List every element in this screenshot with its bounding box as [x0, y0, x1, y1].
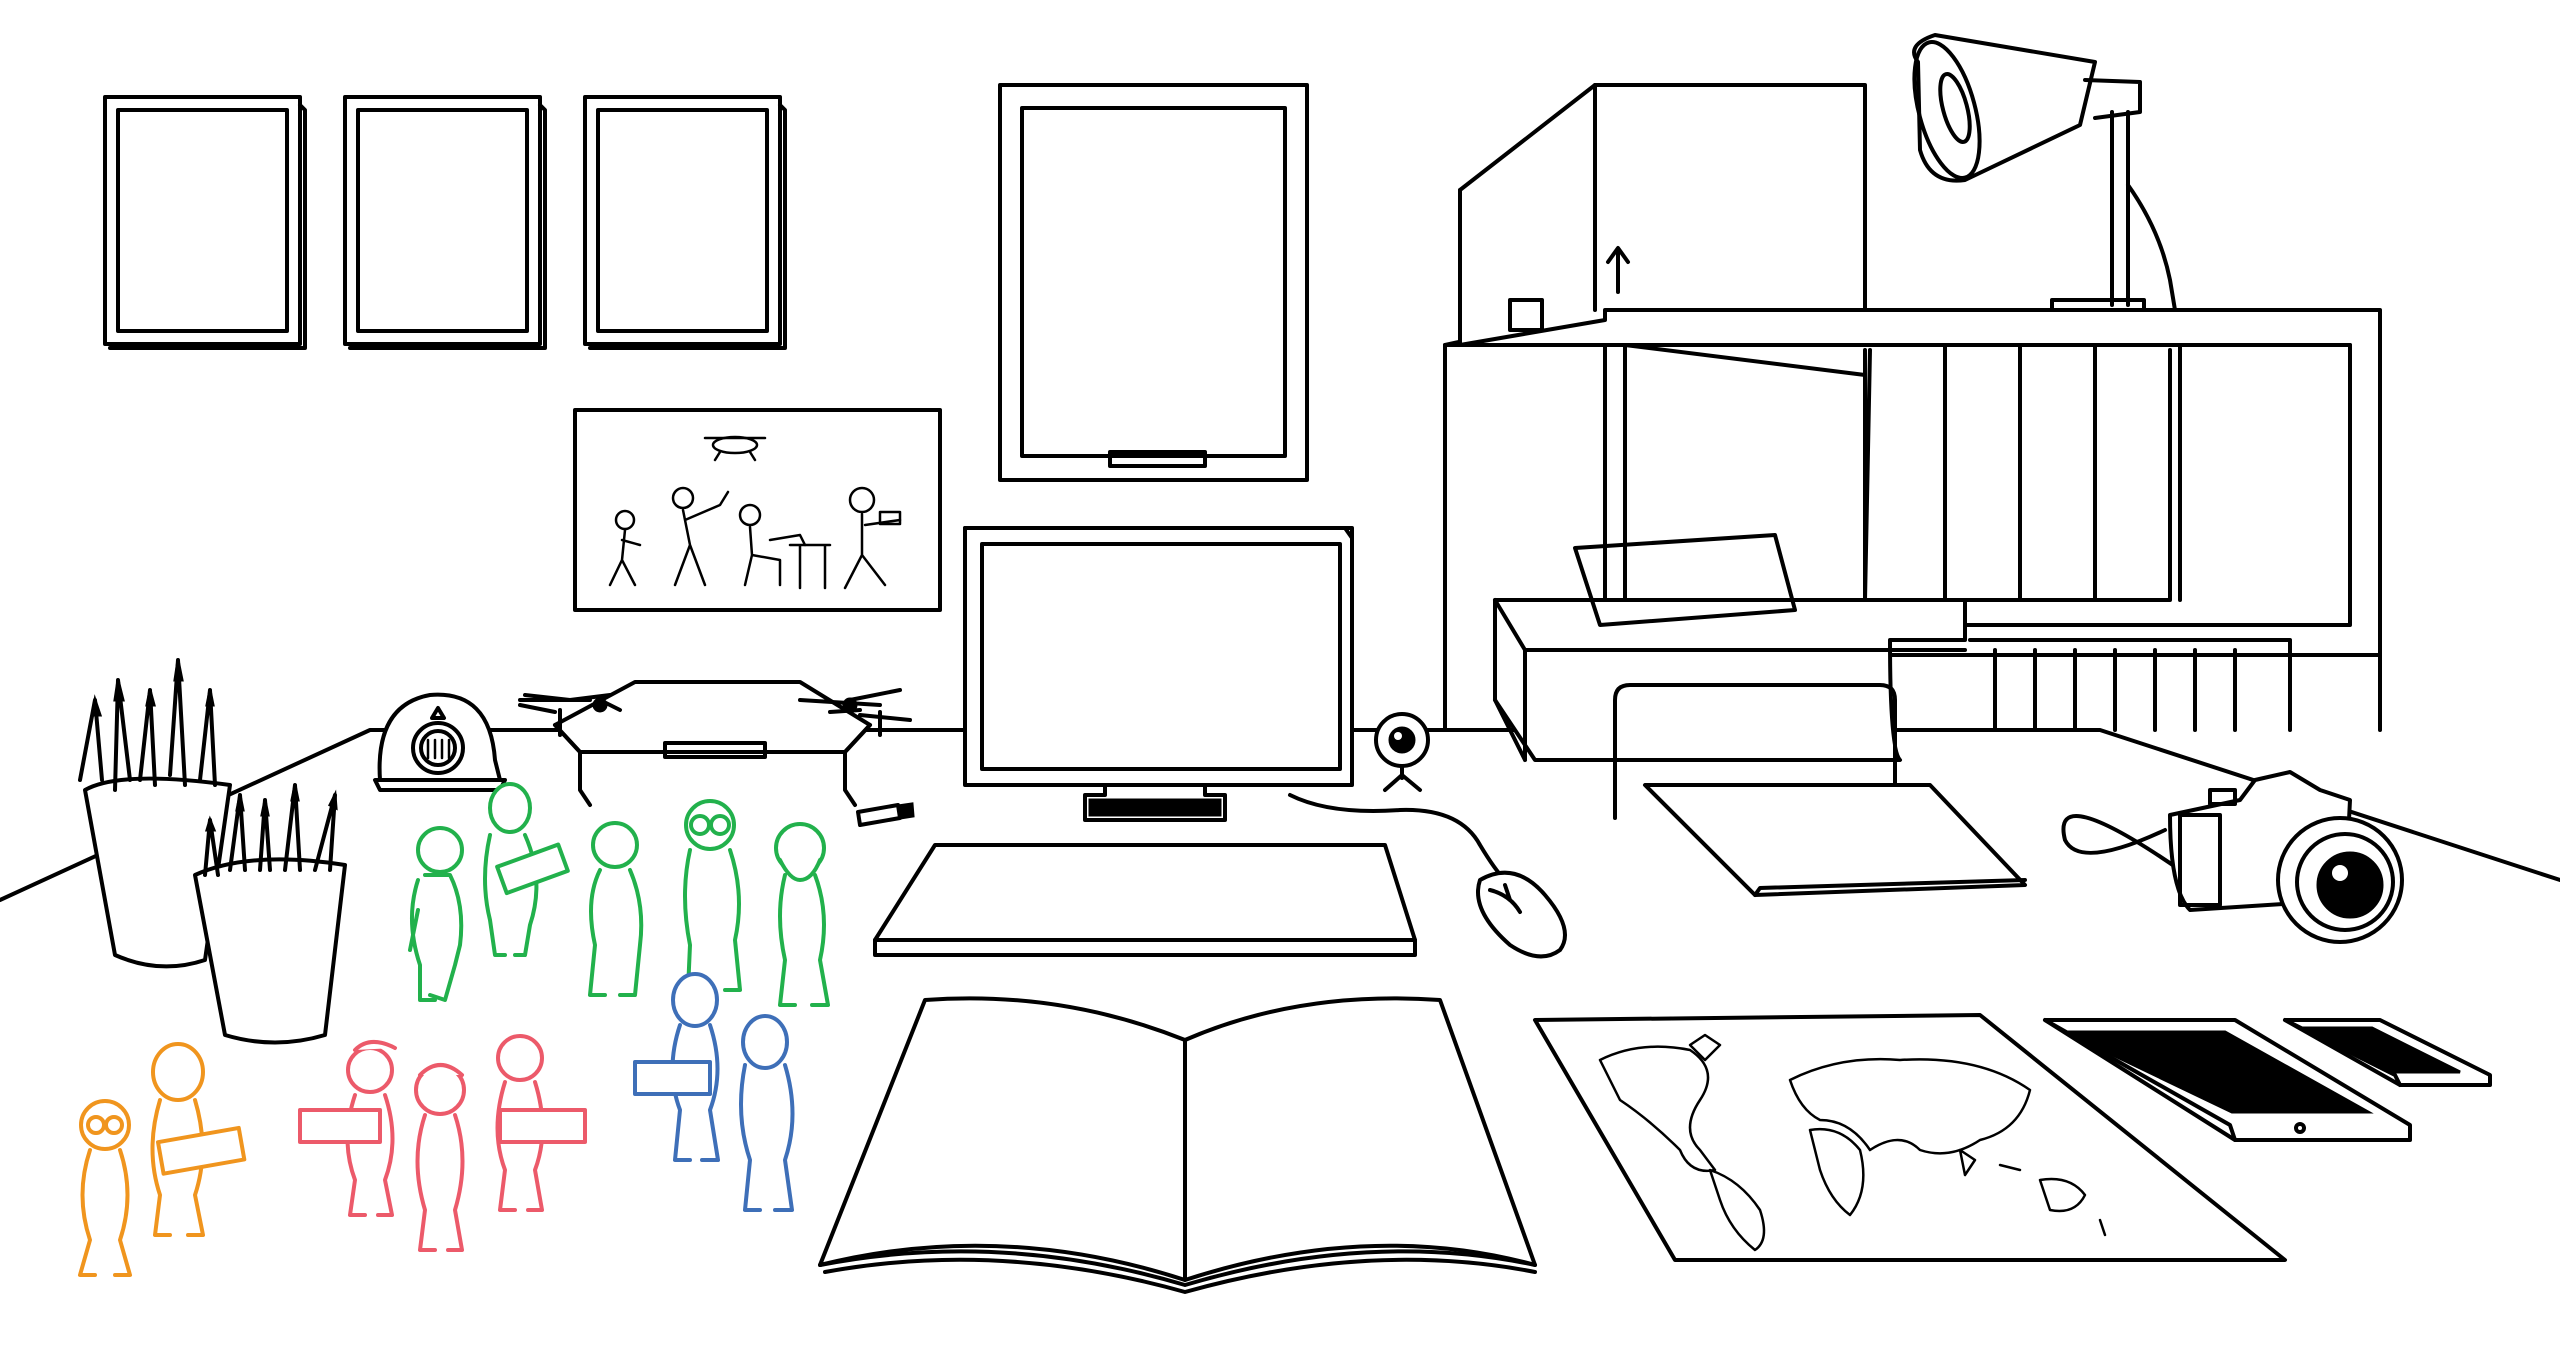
monitor-icon [963, 526, 1354, 822]
tablet-icon [2043, 1018, 2412, 1142]
printer-icon [1493, 533, 2027, 897]
pencil-cup-icon [78, 658, 347, 1045]
smartphone-icon [2283, 1018, 2492, 1087]
wall-board [998, 83, 1309, 482]
open-book-icon [818, 996, 1537, 1294]
drone-icon [518, 680, 912, 807]
helmet-icon [373, 692, 507, 792]
camera-icon [2061, 770, 2404, 944]
keyboard-icon [873, 843, 1417, 957]
picture-frame-3 [583, 95, 787, 350]
storage-box [1458, 83, 1867, 347]
desk-lamp-icon [1912, 33, 2177, 312]
picture-frame-2 [343, 95, 547, 350]
people-figures-icon [78, 782, 830, 1277]
picture-frame-1 [103, 95, 307, 350]
people-poster [573, 408, 942, 612]
mouse-icon [1288, 793, 1567, 959]
webcam-icon [1374, 712, 1430, 792]
world-map-icon [1533, 1013, 2287, 1262]
usb-stick-icon [856, 802, 915, 827]
